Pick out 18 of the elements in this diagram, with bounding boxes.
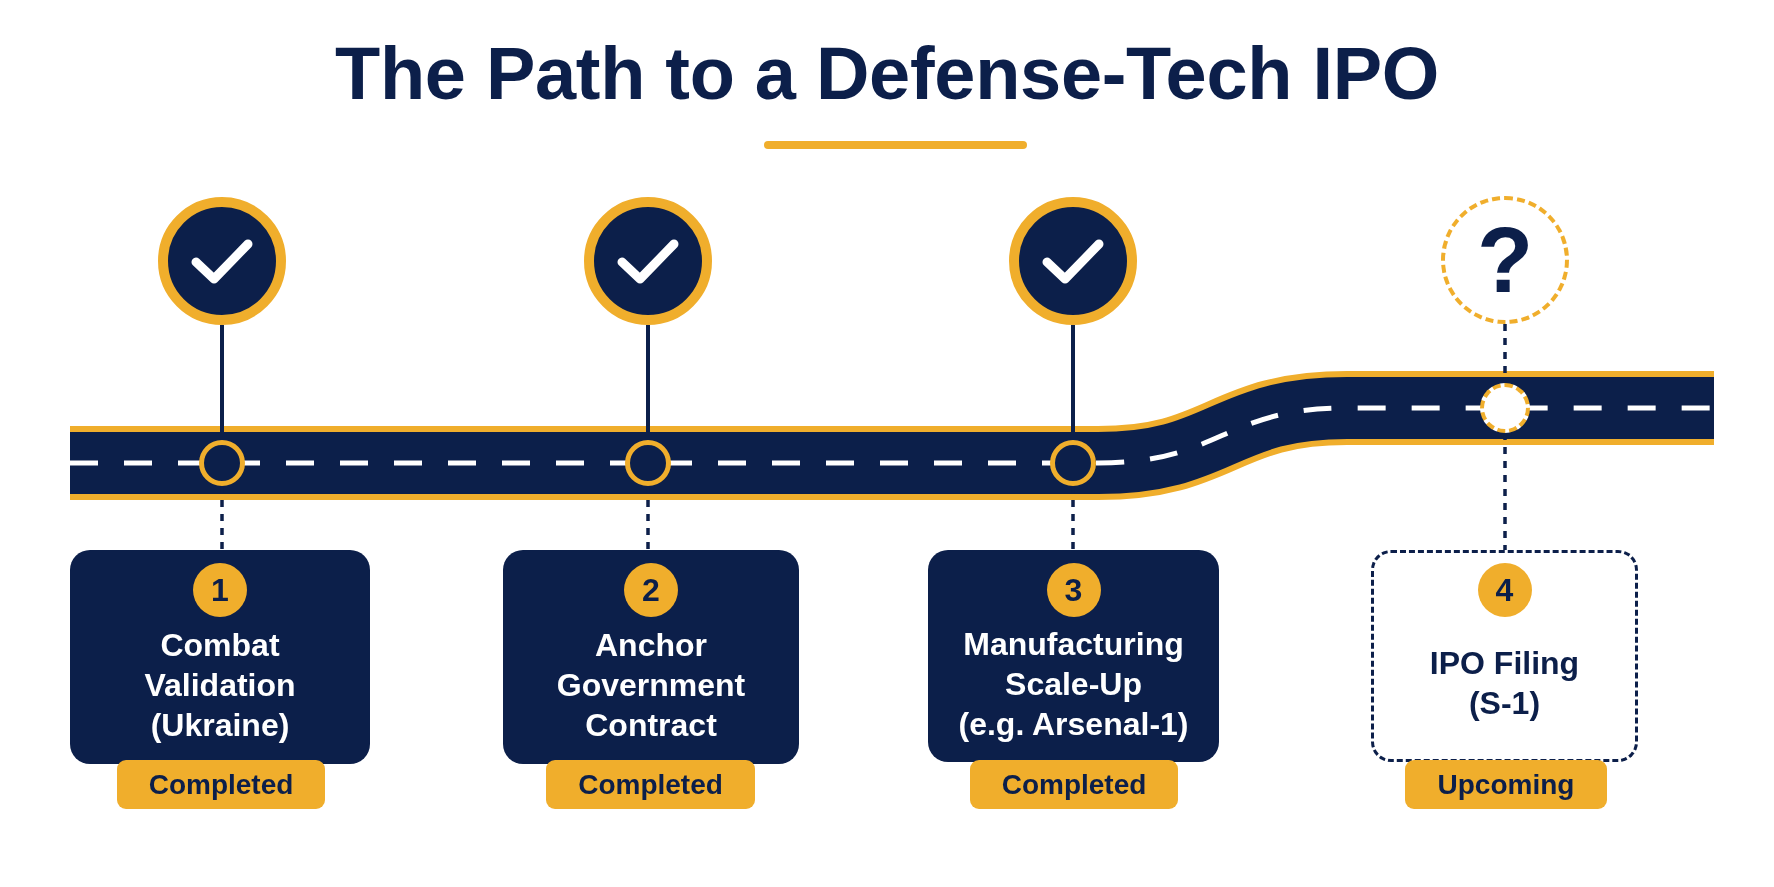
milestone-card — [503, 550, 799, 764]
milestone-title: Anchor Government Contract — [555, 626, 747, 745]
milestone-card — [1371, 550, 1638, 762]
step-number: 3 — [1046, 563, 1101, 617]
milestone-title: Combat Validation (Ukraine) — [143, 626, 297, 745]
status-badge: Completed — [117, 760, 325, 809]
title: The Path to a Defense-Tech IPO — [335, 37, 1439, 111]
milestone-card — [70, 550, 370, 764]
status-badge: Completed — [970, 760, 1178, 809]
milestone-title: Manufacturing Scale-Up (e.g. Arsenal-1) — [957, 625, 1190, 744]
milestone-card — [928, 550, 1219, 762]
status-badge: Upcoming — [1405, 760, 1607, 809]
step-number: 4 — [1477, 563, 1532, 617]
step-number: 1 — [193, 563, 247, 617]
status-badge: Completed — [546, 760, 755, 809]
step-number: 2 — [624, 563, 678, 617]
milestone-title: IPO Filing (S-1) — [1428, 643, 1581, 723]
question-mark: ? — [1476, 214, 1534, 306]
